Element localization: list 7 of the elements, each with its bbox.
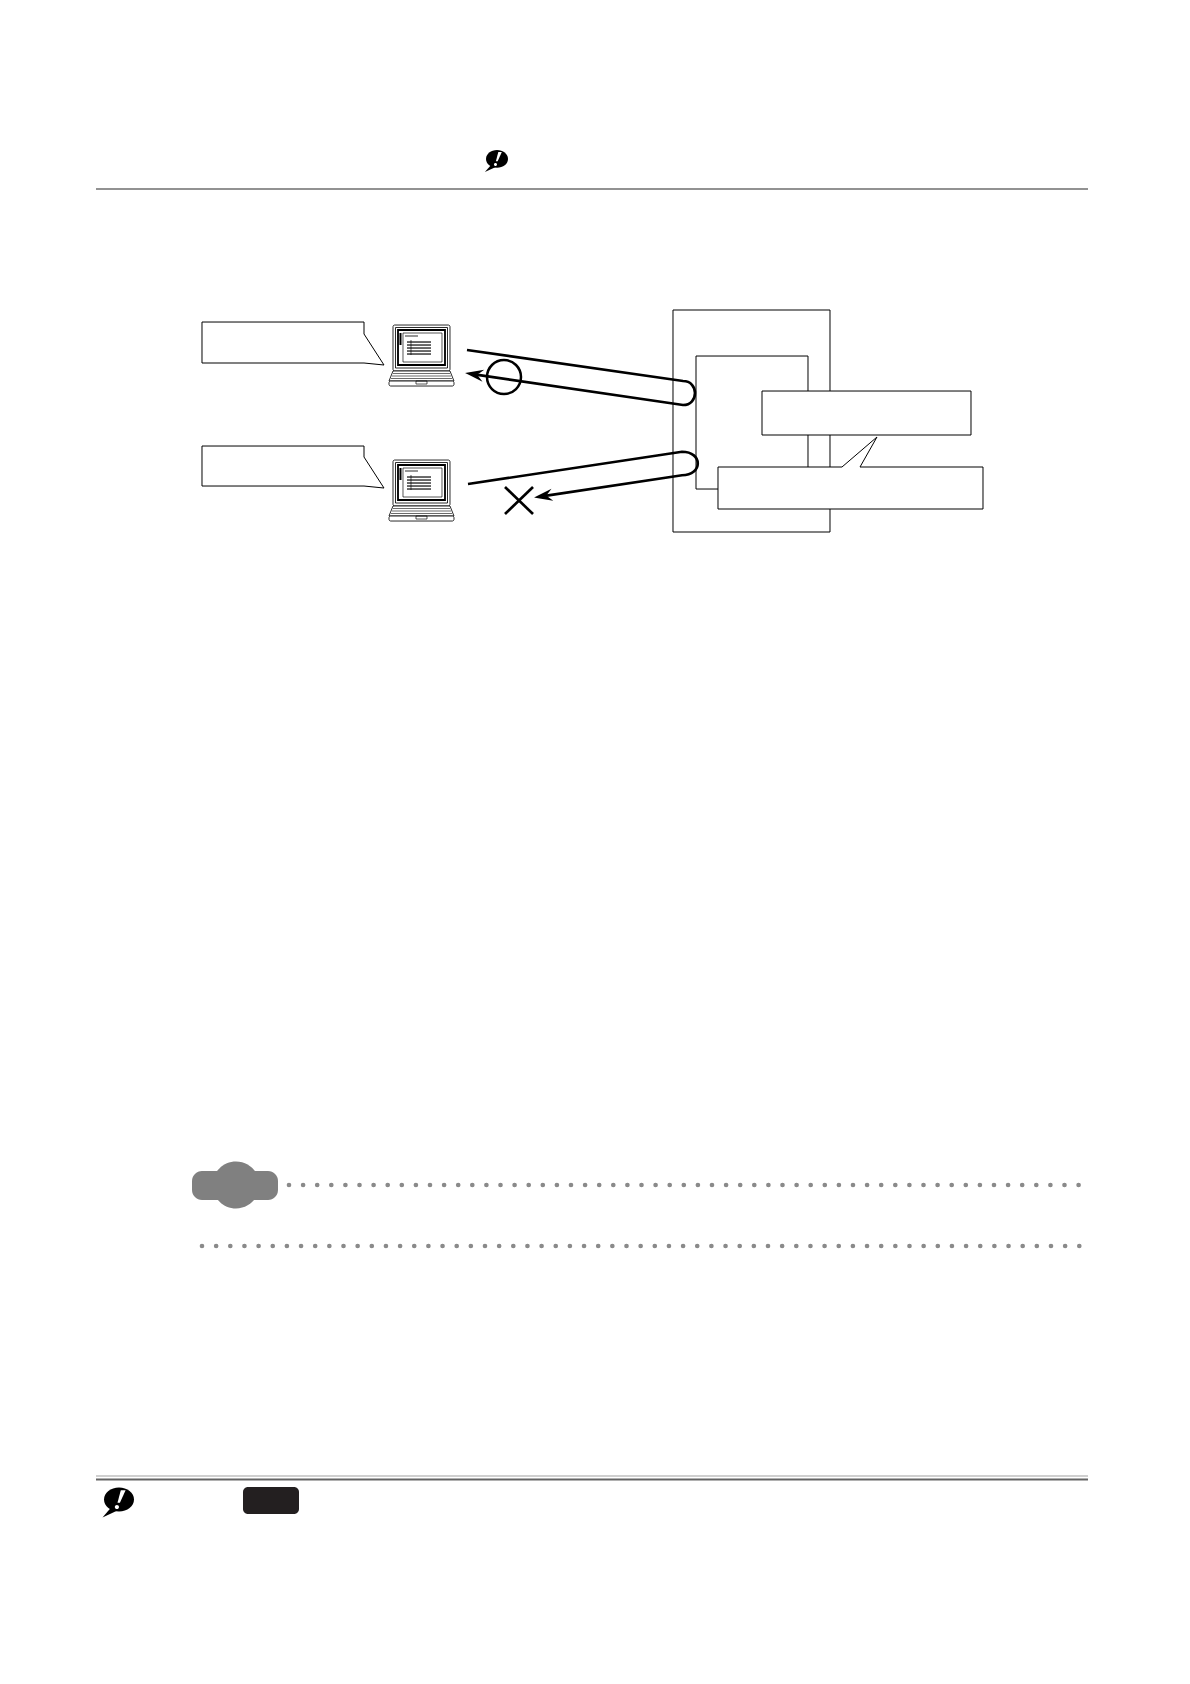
speech-bubble	[201, 445, 385, 489]
loop-arrow	[467, 450, 699, 501]
speech-bubble	[201, 321, 385, 366]
empty-box	[761, 390, 972, 436]
cross-mark	[504, 486, 534, 515]
laptop	[388, 459, 455, 522]
laptop	[388, 324, 455, 387]
